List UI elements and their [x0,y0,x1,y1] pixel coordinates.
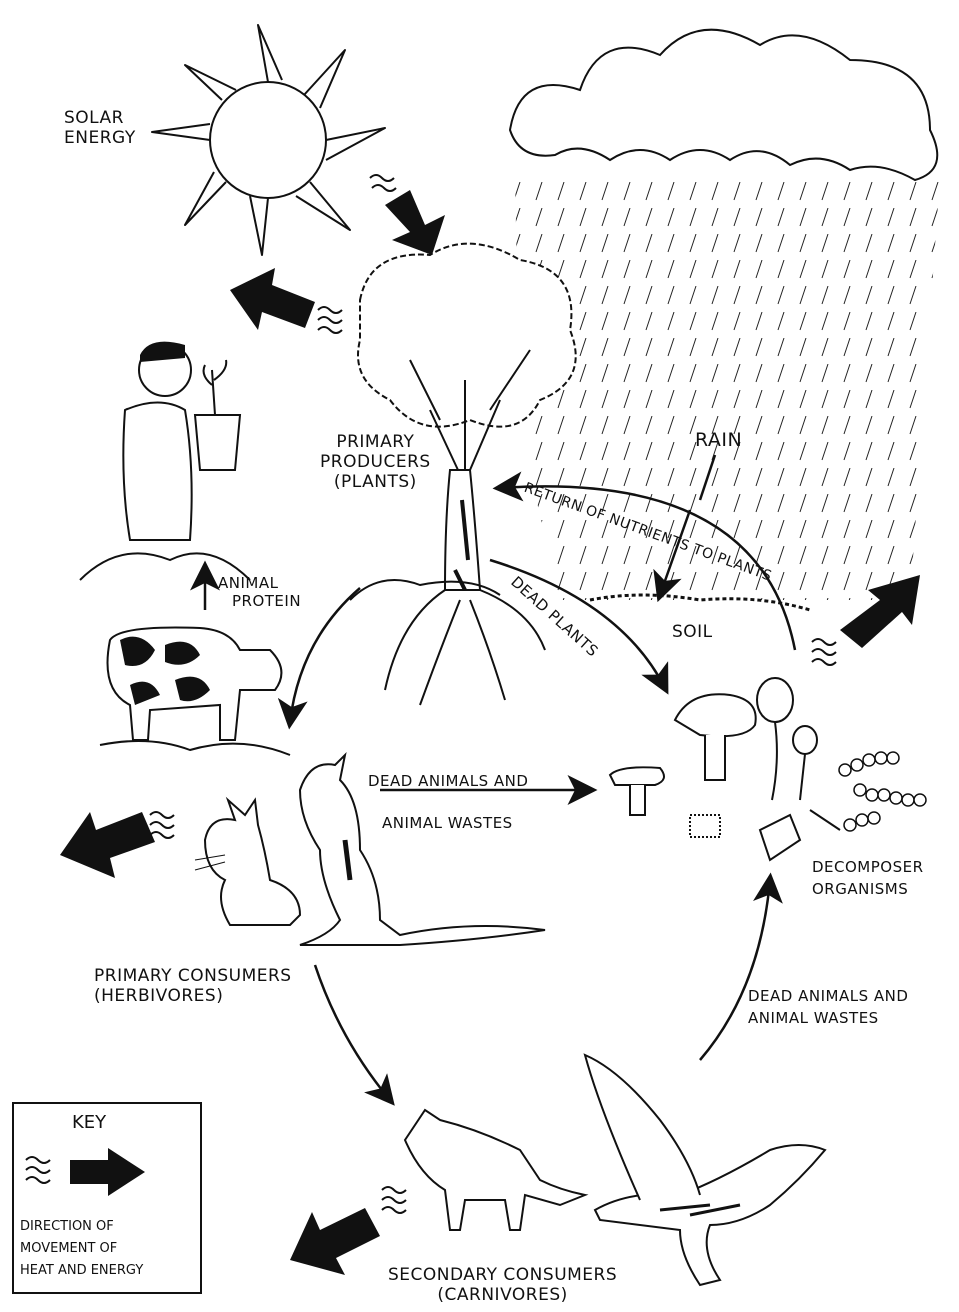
cloud-icon [510,30,937,180]
eagle-icon [585,1055,825,1285]
rabbit-icon [195,800,300,925]
dingo-icon [405,1110,585,1230]
cow-icon [100,628,290,756]
key-description: DIRECTION OF MOVEMENT OF HEAT AND ENERGY [20,1216,143,1282]
decomposer-organisms-icon [610,678,926,860]
key-title: KEY [72,1112,106,1133]
label-primary-producers: PRIMARY PRODUCERS (PLANTS) [320,432,431,492]
arrow-dead-animals-2 [700,880,770,1060]
arrow-herbivores-to-carnivores [315,965,390,1100]
sun-icon [152,25,385,255]
heat-arrow-carnivores [290,1208,380,1275]
label-secondary-consumers: SECONDARY CONSUMERS(CARNIVORES) [388,1265,617,1305]
farmer-icon [80,342,250,580]
heat-arrow-sun [385,190,445,255]
heat-arrow-farmer [230,268,315,330]
label-primary-consumers: PRIMARY CONSUMERS(HERBIVORES) [94,966,292,1006]
heat-arrow-herbivores [60,812,155,878]
label-rain: RAIN [695,430,742,450]
label-soil: SOIL [672,622,713,642]
